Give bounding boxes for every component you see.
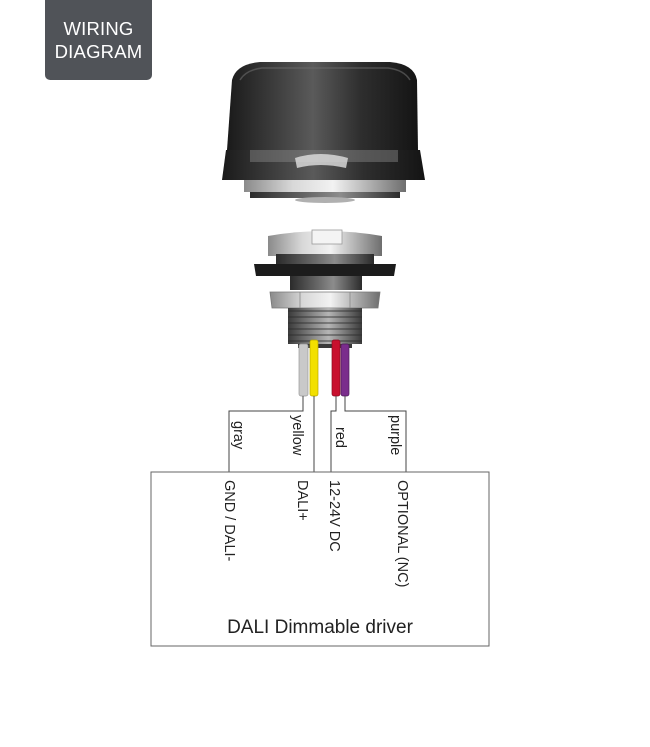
wiring-diagram-badge: WIRING DIAGRAM <box>45 0 152 80</box>
wire-label-red: red <box>332 427 348 448</box>
badge-line-1: WIRING <box>63 18 134 39</box>
yellow-wire <box>309 339 319 397</box>
wire-label-purple: purple <box>387 415 403 455</box>
red-wire <box>331 339 341 397</box>
purple-wire <box>340 343 350 397</box>
driver-box <box>150 471 490 647</box>
wire-label-yellow: yellow <box>289 415 305 456</box>
terminal-label-dali-plus: DALI+ <box>294 480 310 521</box>
terminal-label-optional: OPTIONAL (NC) <box>394 480 410 587</box>
receptacle-icon <box>254 229 396 348</box>
wires <box>228 339 407 472</box>
terminal-label-gnd: GND / DALI- <box>221 480 237 562</box>
badge-line-2: DIAGRAM <box>54 41 143 62</box>
sensor-cap-icon <box>222 62 425 203</box>
terminal-label-power: 12-24V DC <box>326 480 342 552</box>
driver-label: DALI Dimmable driver <box>227 617 413 638</box>
wire-label-gray: gray <box>230 421 246 450</box>
gray-wire <box>298 343 309 397</box>
